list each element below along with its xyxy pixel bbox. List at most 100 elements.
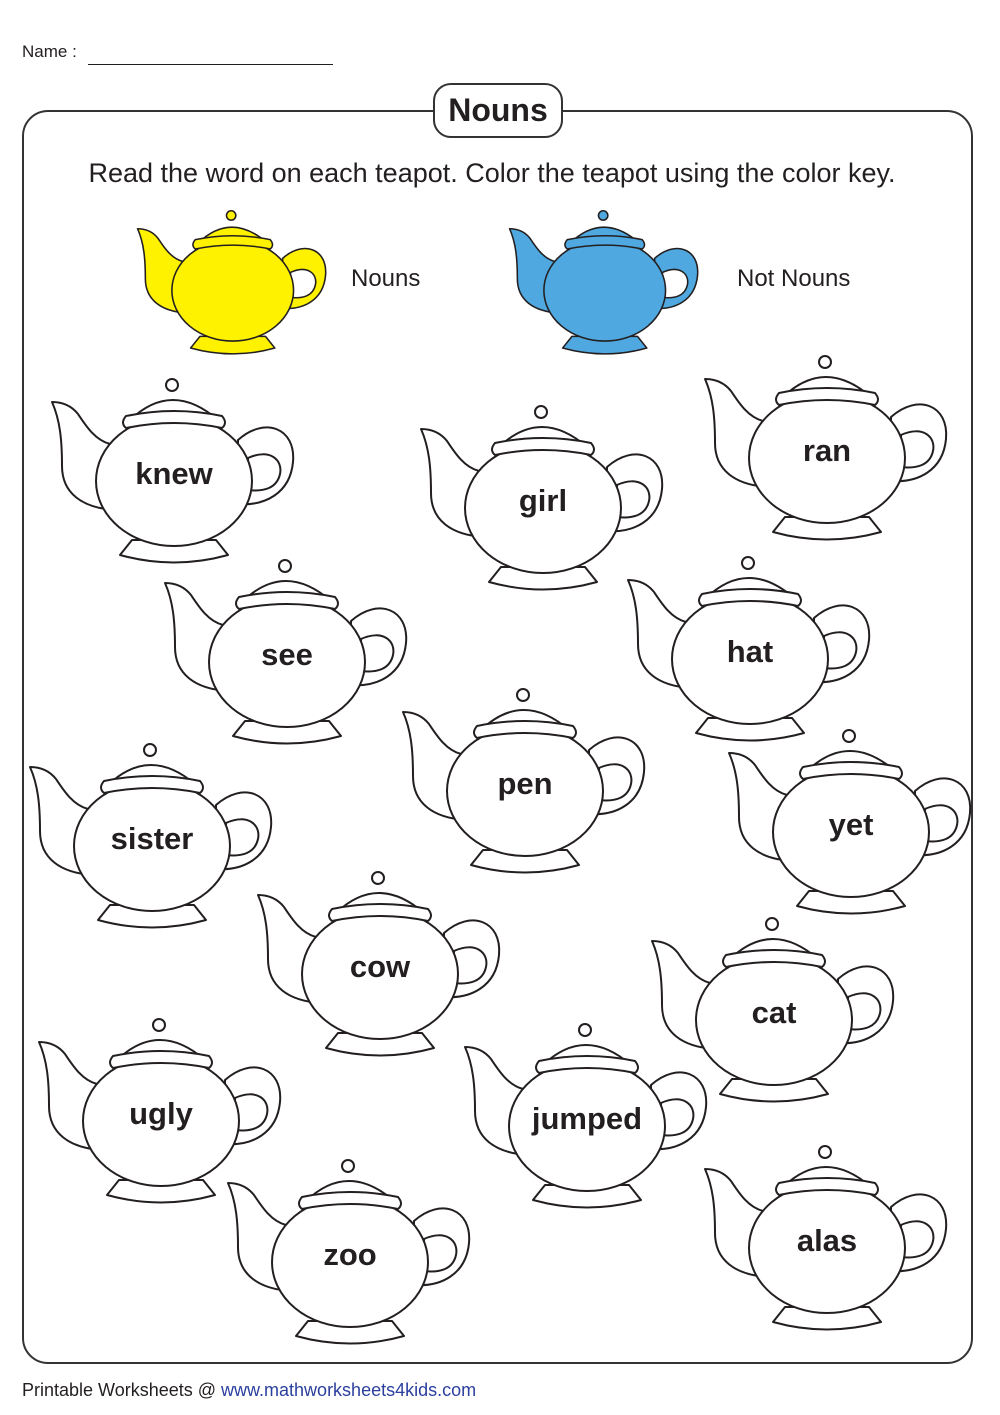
handle: [588, 736, 646, 816]
handle: [237, 426, 295, 506]
teapot-word: cow: [349, 949, 411, 984]
teapot-word: pen: [497, 766, 553, 801]
knob: [842, 729, 856, 743]
lid-rim: [698, 588, 802, 607]
lid-rim: [473, 720, 577, 739]
body: [543, 238, 667, 342]
knob: [143, 743, 157, 757]
teapot-word: jumped: [531, 1101, 643, 1136]
handle: [224, 1066, 282, 1146]
teapot-word: knew: [135, 456, 213, 491]
knob: [516, 688, 530, 702]
teapot-word: girl: [518, 483, 568, 518]
body: [171, 238, 295, 342]
teapot-key-not-nouns[interactable]: [508, 210, 699, 355]
knob: [278, 559, 292, 573]
teapot-hat[interactable]: [626, 556, 871, 742]
teapot-word: sister: [110, 821, 194, 856]
teapot-cow[interactable]: [256, 871, 501, 1057]
knob: [371, 871, 385, 885]
lid-rim: [775, 1177, 879, 1196]
teapot-sister[interactable]: [28, 743, 273, 929]
teapot-word: ugly: [129, 1096, 193, 1131]
teapot-girl[interactable]: [419, 405, 664, 591]
foot: [796, 890, 906, 915]
knob: [765, 917, 779, 931]
handle: [837, 965, 895, 1045]
name-field[interactable]: [88, 64, 333, 65]
handle: [653, 247, 699, 310]
knob: [225, 210, 237, 221]
teapot-word: zoo: [323, 1237, 377, 1272]
teapot-jumped[interactable]: [463, 1023, 708, 1209]
foot: [232, 720, 342, 745]
handle: [813, 604, 871, 684]
lid-rim: [775, 387, 879, 406]
instructions: Read the word on each teapot. Color the …: [88, 158, 896, 188]
foot: [772, 516, 882, 541]
foot: [97, 904, 207, 929]
teapot-ran[interactable]: [703, 355, 948, 541]
teapot-yet[interactable]: [727, 729, 972, 915]
teapot-alas[interactable]: [703, 1145, 948, 1331]
handle: [443, 919, 501, 999]
footer: Printable Worksheets @ www.mathworksheet…: [22, 1380, 476, 1401]
foot: [561, 335, 648, 355]
teapot-word: hat: [726, 634, 774, 669]
knob: [597, 210, 609, 221]
foot: [695, 717, 805, 742]
lid-rim: [491, 437, 595, 456]
handle: [890, 1193, 948, 1273]
lid-rim: [722, 949, 826, 968]
name-label: Name :: [22, 42, 77, 61]
lid-rim: [192, 235, 274, 250]
handle: [890, 403, 948, 483]
key-label-nouns: Nouns: [351, 265, 421, 292]
knob: [818, 355, 832, 369]
teapot-word: ran: [802, 433, 852, 468]
foot: [488, 566, 598, 591]
footer-link[interactable]: www.mathworksheets4kids.com: [221, 1380, 477, 1400]
foot: [719, 1078, 829, 1103]
handle: [914, 777, 972, 857]
handle: [215, 791, 273, 871]
handle: [350, 607, 408, 687]
lid-rim: [235, 591, 339, 610]
teapot-zoo[interactable]: [226, 1159, 471, 1345]
teapot-pen[interactable]: [401, 688, 646, 874]
key-label-not-nouns: Not Nouns: [737, 265, 851, 292]
foot: [470, 849, 580, 874]
teapot-ugly[interactable]: [37, 1018, 282, 1204]
teapot-word: cat: [751, 995, 797, 1030]
teapot-knew[interactable]: [50, 378, 295, 564]
handle: [606, 453, 664, 533]
knob: [818, 1145, 832, 1159]
lid-rim: [799, 761, 903, 780]
knob: [534, 405, 548, 419]
teapot-word: alas: [796, 1223, 858, 1258]
knob: [152, 1018, 166, 1032]
lid-rim: [298, 1191, 402, 1210]
knob: [578, 1023, 592, 1037]
lid-rim: [122, 410, 226, 429]
handle: [650, 1071, 708, 1151]
handle: [413, 1207, 471, 1287]
lid-rim: [564, 235, 646, 250]
handle: [281, 247, 327, 310]
teapot-key-nouns[interactable]: [136, 210, 327, 355]
footer-text: Printable Worksheets @: [22, 1380, 222, 1400]
teapot-see[interactable]: [163, 559, 408, 745]
knob: [341, 1159, 355, 1173]
lid-rim: [535, 1055, 639, 1074]
teapot-word: see: [261, 637, 313, 672]
page-title: Nouns: [433, 83, 563, 138]
knob: [165, 378, 179, 392]
lid-rim: [328, 903, 432, 922]
teapot-word: yet: [828, 807, 874, 842]
foot: [532, 1184, 642, 1209]
lid-rim: [100, 775, 204, 794]
foot: [295, 1320, 405, 1345]
teapot-cat[interactable]: [650, 917, 895, 1103]
foot: [106, 1179, 216, 1204]
foot: [325, 1032, 435, 1057]
